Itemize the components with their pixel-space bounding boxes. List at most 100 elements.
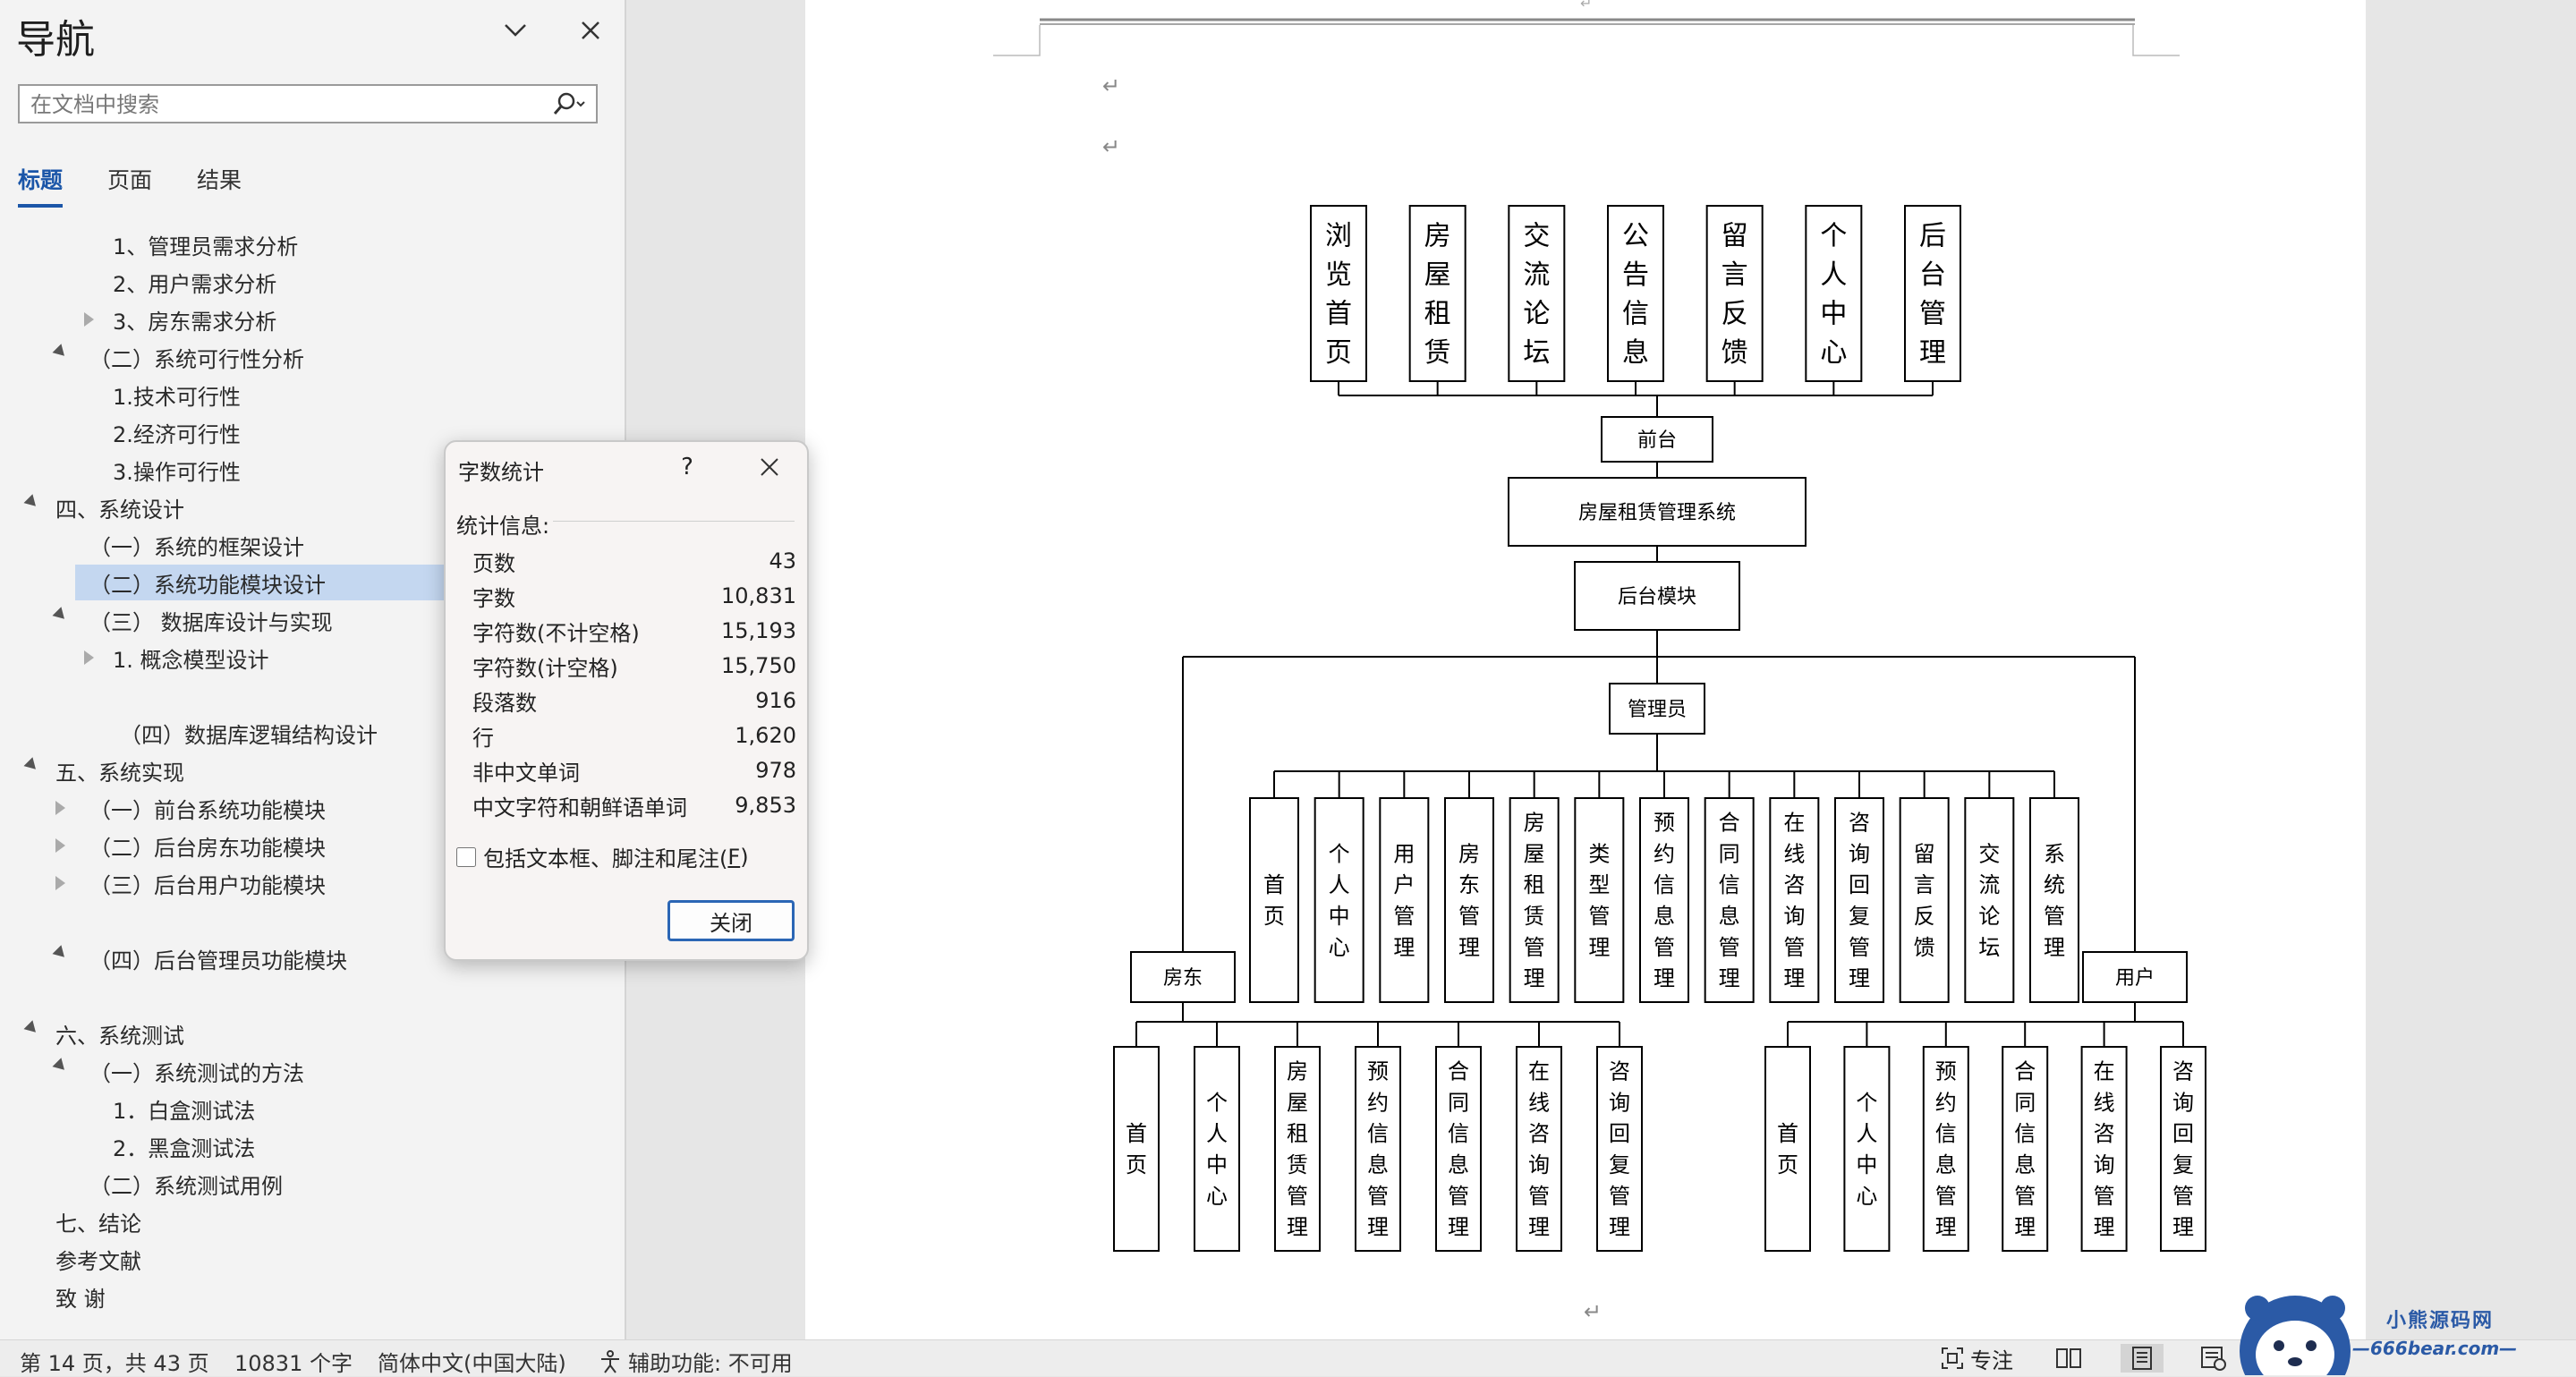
outline-item[interactable]: 五、系统实现 [0,752,625,788]
module-label-char: 信 [1935,1121,1957,1146]
outline-item[interactable]: 1．白盒测试法 [113,1098,256,1124]
outline-item[interactable]: （一）系统测试的方法 [0,1053,625,1089]
module-label-char: 管 [1935,1184,1957,1209]
word-count-indicator[interactable]: 10831 个字 [234,1351,353,1376]
module-label-char: 约 [1367,1090,1389,1115]
outline-item[interactable]: 2、用户需求分析 [113,271,277,297]
outline-item[interactable]: 2．黑盒测试法 [113,1135,256,1161]
language-indicator[interactable]: 简体中文(中国大陆) [378,1351,566,1376]
module-label-char: 信 [1654,872,1675,897]
module-label-char: 咨 [1609,1059,1630,1084]
module-box: 房屋租赁管理 [1509,797,1560,1003]
include-textboxes-checkbox[interactable]: 包括文本框、脚注和尾注(F) [456,841,749,872]
outline-item[interactable]: 六、系统测试 [0,1016,625,1051]
outline-item[interactable]: 参考文献 [55,1248,141,1274]
module-label-char: 回 [1609,1121,1630,1146]
module-label-char: 管 [1609,1184,1630,1209]
module-label-char: 赁 [1524,904,1545,929]
module-box: 房屋租赁 [1408,205,1467,382]
read-mode-button[interactable] [2049,1344,2088,1373]
module-label-char: 坛 [1523,337,1550,369]
outline-item[interactable]: （四）数据库逻辑结构设计 [120,722,378,748]
stat-row: 字符数(计空格)15,750 [472,653,796,681]
expanded-triangle-icon[interactable] [52,945,69,962]
outline-item[interactable]: 1.技术可行性 [113,384,241,410]
landlord-box: 房东 [1130,951,1236,1003]
page-indicator[interactable]: 第 14 页，共 43 页 [20,1351,209,1376]
page-header-area [993,18,2180,56]
nav-options-chevron-icon[interactable] [497,13,533,48]
module-label-char: 管 [2014,1184,2036,1209]
outline-item[interactable]: 3.操作可行性 [113,459,241,485]
collapsed-triangle-icon[interactable] [84,312,94,327]
outline-item[interactable]: （二）后台房东功能模块 [0,828,625,863]
outline-item[interactable]: （三）后台用户功能模块 [0,865,625,901]
outline-item[interactable]: （一）前台系统功能模块 [0,790,625,826]
module-label-char: 留 [1914,841,1935,866]
outline-item[interactable]: 1、管理员需求分析 [113,234,299,259]
outline-item[interactable]: （二）系统可行性分析 [0,339,625,375]
outline-item[interactable]: （三） 数据库设计与实现 [0,602,625,638]
module-label-char: 房 [1424,221,1451,252]
expanded-triangle-icon[interactable] [52,1058,69,1075]
print-layout-button[interactable] [2121,1344,2164,1373]
nav-close-icon[interactable] [573,13,608,48]
search-icon[interactable] [544,88,594,120]
accessibility-icon [601,1349,619,1373]
search-input[interactable] [29,89,551,120]
outline-item[interactable]: 致 谢 [55,1286,106,1312]
expanded-triangle-icon[interactable] [52,607,69,624]
expanded-triangle-icon[interactable] [23,494,40,511]
focus-mode-button[interactable]: 专注 [1936,1344,2017,1373]
expanded-triangle-icon[interactable] [52,344,69,361]
outline-item[interactable]: （一）系统的框架设计 [89,534,304,560]
module-label-char: 询 [2172,1090,2194,1115]
collapsed-triangle-icon[interactable] [55,801,65,815]
module-label-char: 理 [1654,966,1675,991]
outline-item[interactable]: 四、系统设计 [0,489,625,525]
module-label-char: 理 [1719,966,1740,991]
expanded-triangle-icon[interactable] [23,1020,40,1037]
module-label-char: 中 [1856,1152,1877,1177]
accessibility-indicator[interactable]: 辅助功能: 不可用 [598,1346,793,1377]
tab-pages[interactable]: 页面 [107,167,153,193]
outline-item[interactable]: 2.经济可行性 [113,421,241,447]
collapsed-triangle-icon[interactable] [55,876,65,890]
module-label-char: 东 [1458,872,1480,897]
tab-results[interactable]: 结果 [197,167,242,193]
collapsed-triangle-icon[interactable] [84,650,94,665]
outline-item[interactable]: （四）后台管理员功能模块 [0,940,625,976]
module-label-char: 理 [1448,1215,1469,1240]
help-icon[interactable]: ? [681,454,693,480]
checkbox[interactable] [456,846,476,867]
module-label-char: 息 [1654,904,1675,929]
outline-item[interactable]: 3、房东需求分析 [0,302,625,337]
expanded-triangle-icon[interactable] [23,757,40,774]
read-mode-icon [2056,1348,2081,1368]
module-label-char: 管 [1524,935,1545,960]
module-box: 首页 [1764,1046,1811,1252]
watermark-title: 小熊源码网 [2386,1310,2495,1332]
dialog-close-icon[interactable] [748,449,791,485]
bear-logo-icon [2240,1296,2351,1375]
module-label-char: 询 [1609,1090,1630,1115]
outline-item[interactable]: （二）系统测试用例 [89,1173,283,1199]
web-layout-button[interactable] [2194,1344,2233,1373]
module-label-char: 管 [1919,299,1946,330]
collapsed-triangle-icon[interactable] [55,838,65,853]
header-return-mark: ↵ [1580,0,1593,12]
web-layout-icon [2201,1347,2226,1371]
tab-headings[interactable]: 标题 [18,163,64,208]
module-label-char: 页 [1126,1152,1147,1177]
outline-item[interactable]: 七、结论 [55,1211,141,1237]
landlord-box-label: 房东 [1163,967,1203,990]
outline-item[interactable]: 1. 概念模型设计 [0,640,625,676]
close-button[interactable]: 关闭 [667,900,795,941]
